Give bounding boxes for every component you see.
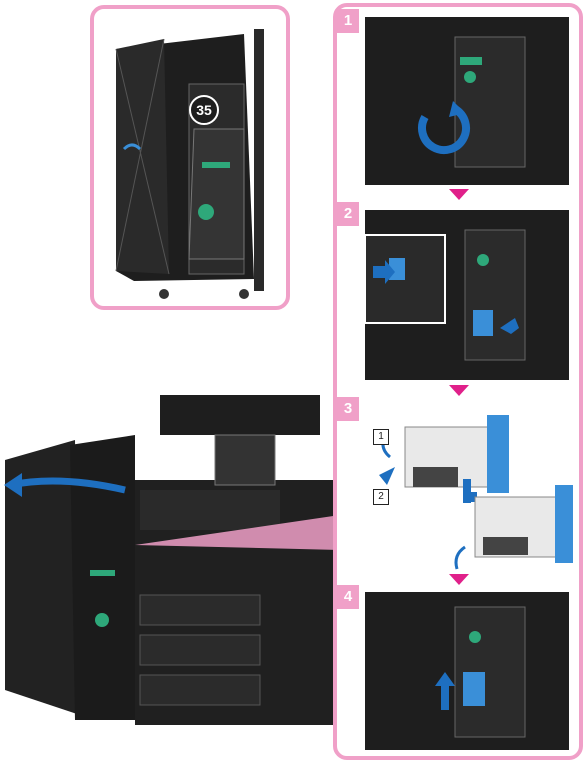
steps-frame: 1 2 3: [333, 3, 583, 760]
callout-number: 35: [189, 95, 219, 125]
step-2-illustration: [365, 229, 526, 361]
step-2-badge: 2: [337, 202, 359, 226]
copier-machine-illustration: [4, 395, 340, 725]
step-4-illustration: [435, 606, 526, 738]
step-arrow-3: [449, 574, 469, 585]
step-arrow-2: [449, 385, 469, 396]
step-1-badge: 1: [337, 9, 359, 33]
step-arrow-1: [449, 189, 469, 200]
step-4-panel: [365, 592, 569, 750]
step-2-panel: [365, 210, 569, 380]
step-3-badge: 3: [337, 397, 359, 421]
step-3-illustration: [379, 415, 573, 570]
finisher-inset-illustration: [115, 29, 264, 299]
step-4-badge: 4: [337, 585, 359, 609]
step-3-sub-label-2: 2: [373, 489, 389, 505]
step-3-panel: 1 2: [365, 407, 573, 572]
step-3-sub-label-1: 1: [373, 429, 389, 445]
step-1-illustration: [418, 36, 526, 168]
step-1-panel: [365, 17, 569, 185]
finisher-inset-frame: 35: [90, 5, 290, 310]
